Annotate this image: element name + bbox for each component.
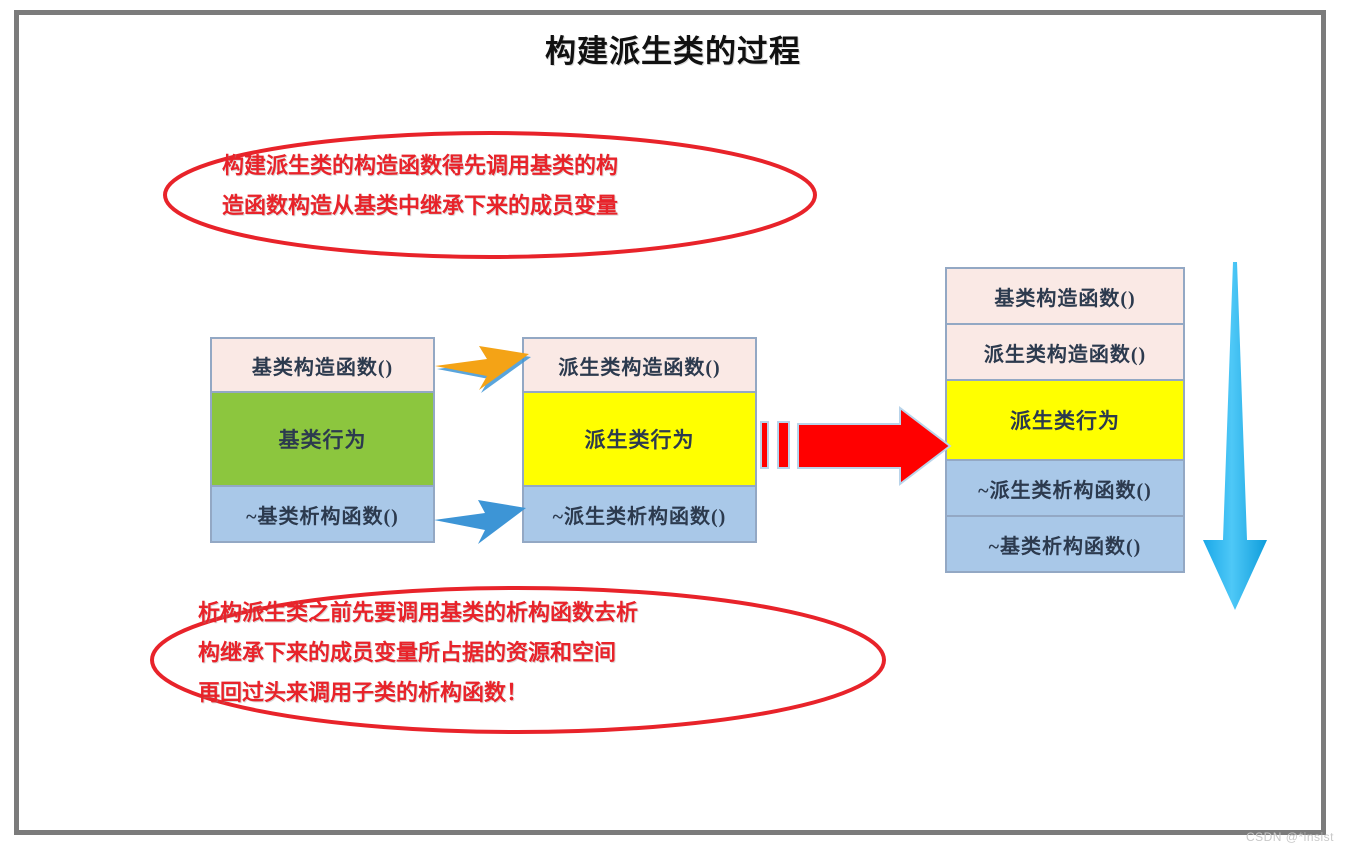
result-arrow-tick-2 — [777, 421, 790, 469]
derived-class-destructor-box: ~派生类析构函数() — [522, 485, 757, 543]
base-class-destructor-box: ~基类析构函数() — [210, 485, 435, 543]
destructor-call-arrow — [432, 498, 532, 550]
base-class-stack: 基类构造函数() 基类行为 ~基类析构函数() — [210, 337, 435, 543]
bottom-annotation-line-2: 构继承下来的成员变量所占据的资源和空间 — [198, 640, 617, 665]
bottom-annotation-ellipse — [150, 586, 886, 734]
base-class-behavior-label: 基类行为 — [278, 428, 367, 452]
top-annotation-line-2: 造函数构造从基类中继承下来的成员变量 — [222, 193, 619, 218]
derived-class-stack: 派生类构造函数() 派生类行为 ~派生类析构函数() — [522, 337, 757, 543]
result-arrow-tick-1 — [760, 421, 769, 469]
top-annotation-line-1: 构建派生类的构造函数得先调用基类的构 — [222, 153, 619, 178]
result-arrow-head — [797, 405, 952, 487]
result-base-destructor-label: ~基类析构函数() — [988, 535, 1142, 558]
derived-class-constructor-label: 派生类构造函数() — [558, 356, 721, 379]
top-annotation-ellipse — [163, 131, 817, 259]
csdn-watermark: CSDN @*insist — [1245, 830, 1334, 844]
result-derived-behavior-box: 派生类行为 — [945, 379, 1185, 461]
execution-order-arrow — [1195, 262, 1275, 612]
result-object-stack: 基类构造函数() 派生类构造函数() 派生类行为 ~派生类析构函数() ~基类析… — [945, 267, 1185, 573]
result-derived-destructor-label: ~派生类析构函数() — [978, 479, 1152, 502]
bottom-annotation-line-3: 再回过头来调用子类的析构函数！ — [198, 680, 529, 705]
result-derived-constructor-box: 派生类构造函数() — [945, 323, 1185, 381]
result-base-destructor-box: ~基类析构函数() — [945, 515, 1185, 573]
result-derived-constructor-label: 派生类构造函数() — [983, 343, 1147, 366]
derived-class-behavior-label: 派生类行为 — [584, 428, 695, 452]
base-class-behavior-box: 基类行为 — [210, 391, 435, 487]
constructor-call-arrow — [432, 342, 532, 398]
result-derived-behavior-label: 派生类行为 — [1010, 409, 1120, 433]
page-title: 构建派生类的过程 — [545, 34, 801, 69]
base-class-destructor-label: ~基类析构函数() — [246, 505, 399, 528]
derived-class-destructor-label: ~派生类析构函数() — [552, 505, 727, 528]
bottom-annotation-line-1: 析构派生类之前先要调用基类的析构函数去析 — [198, 600, 639, 625]
base-class-constructor-box: 基类构造函数() — [210, 337, 435, 393]
result-arrow — [760, 398, 955, 488]
top-annotation: 构建派生类的构造函数得先调用基类的构 造函数构造从基类中继承下来的成员变量 — [160, 130, 820, 260]
derived-class-behavior-box: 派生类行为 — [522, 391, 757, 487]
base-class-constructor-label: 基类构造函数() — [251, 356, 394, 379]
bottom-annotation: 析构派生类之前先要调用基类的析构函数去析 构继承下来的成员变量所占据的资源和空间… — [148, 585, 888, 735]
derived-class-constructor-box: 派生类构造函数() — [522, 337, 757, 393]
result-derived-destructor-box: ~派生类析构函数() — [945, 459, 1185, 517]
result-base-constructor-label: 基类构造函数() — [994, 287, 1136, 310]
result-base-constructor-box: 基类构造函数() — [945, 267, 1185, 325]
